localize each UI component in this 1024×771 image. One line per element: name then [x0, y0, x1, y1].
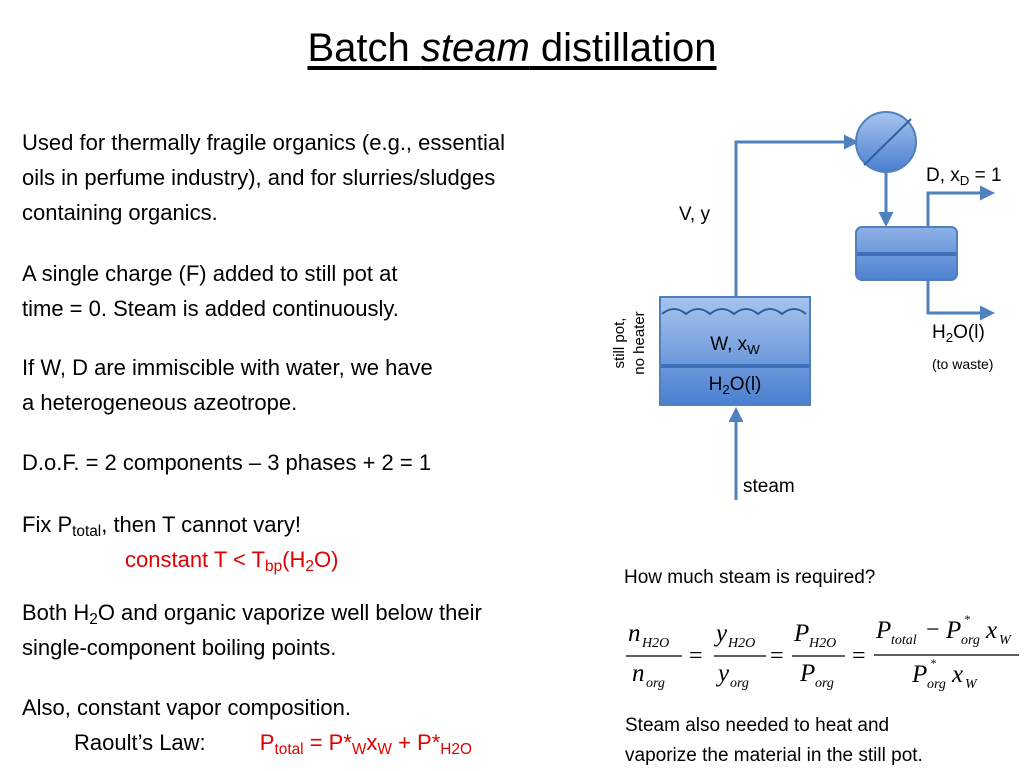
eq-equals-1: =: [689, 643, 703, 669]
eq-y-h2o: y: [713, 620, 728, 647]
organic-layer-label: W, xW: [710, 334, 760, 357]
eq-star-2: *: [930, 656, 936, 670]
eq-n-org: n: [632, 660, 645, 687]
eq-y-org: y: [715, 660, 730, 687]
eq-y-org-sub: org: [730, 676, 749, 691]
eq-minus: −: [926, 617, 940, 643]
eq-p-total-sub: total: [891, 633, 917, 648]
eq-x-w: x: [985, 617, 997, 644]
eq-y-h2o-sub: H2O: [727, 636, 755, 651]
still-pot: [659, 296, 811, 406]
eq-p-star: P: [945, 617, 961, 644]
eq-star-1: *: [964, 612, 970, 626]
eq-p-total: P: [875, 617, 891, 644]
constant-temperature-note: constant T < Tbp(H2O): [125, 547, 339, 575]
raoults-law-equation: Ptotal = P*WxW + P*H2O: [259, 730, 472, 758]
water-layer-label: H2O(l): [708, 374, 762, 397]
bullet-6: Both H2O and organic vaporize well below…: [22, 600, 482, 660]
condenser-slash: [863, 118, 912, 166]
still-pot-label: still pot, no heater: [611, 311, 648, 375]
bullet-3: If W, D are immiscible with water, we ha…: [22, 355, 433, 415]
eq-x-w-den-sub: W: [965, 677, 978, 692]
bullet-1: Used for thermally fragile organics (e.g…: [22, 130, 505, 225]
steam-question: How much steam is required?: [624, 567, 876, 588]
distillate-line: [926, 185, 995, 227]
eq-p-star-sub: org: [961, 633, 980, 648]
eq-p-h2o: P: [793, 620, 809, 647]
eq-x-w-sub: W: [999, 633, 1012, 648]
vapor-line: [734, 134, 859, 318]
eq-n-h2o: n: [628, 620, 641, 647]
eq-equals-3: =: [852, 643, 866, 669]
bullet-7: Also, constant vapor composition. Raoult…: [22, 695, 472, 758]
water-out-label: H2O(l): [932, 322, 985, 345]
water-out-line: [926, 280, 995, 321]
eq-p-star-den: P: [911, 661, 927, 688]
vapor-label: V, y: [679, 204, 710, 225]
distillate-label: D, xD = 1: [926, 165, 1002, 188]
eq-equals-2: =: [770, 643, 784, 669]
eq-p-org-sub: org: [815, 676, 834, 691]
water-out-note: (to waste): [932, 356, 994, 372]
eq-n-h2o-sub: H2O: [641, 636, 669, 651]
eq-p-star-den-sub: org: [927, 677, 946, 692]
eq-p-h2o-sub: H2O: [808, 636, 836, 651]
eq-x-w-den: x: [951, 661, 963, 688]
slide-title: Batch steam distillation: [307, 26, 717, 70]
steam-heat-note: Steam also needed to heat and vaporize t…: [625, 715, 923, 766]
bullet-4: D.o.F. = 2 components – 3 phases + 2 = 1: [22, 450, 432, 475]
steam-equation: n H2O n org = y H2O y org = P H2O P org …: [626, 612, 1019, 692]
bullet-5: Fix Ptotal, then T cannot vary! constant…: [22, 512, 339, 575]
liquid-surface-waves: [661, 308, 807, 316]
raoults-law: Raoult’s Law: Ptotal = P*WxW + P*H2O: [74, 730, 472, 758]
eq-p-org: P: [799, 660, 815, 687]
bullet-2: A single charge (F) added to still pot a…: [22, 261, 399, 321]
eq-n-org-sub: org: [646, 676, 665, 691]
steam-label: steam: [743, 476, 795, 497]
